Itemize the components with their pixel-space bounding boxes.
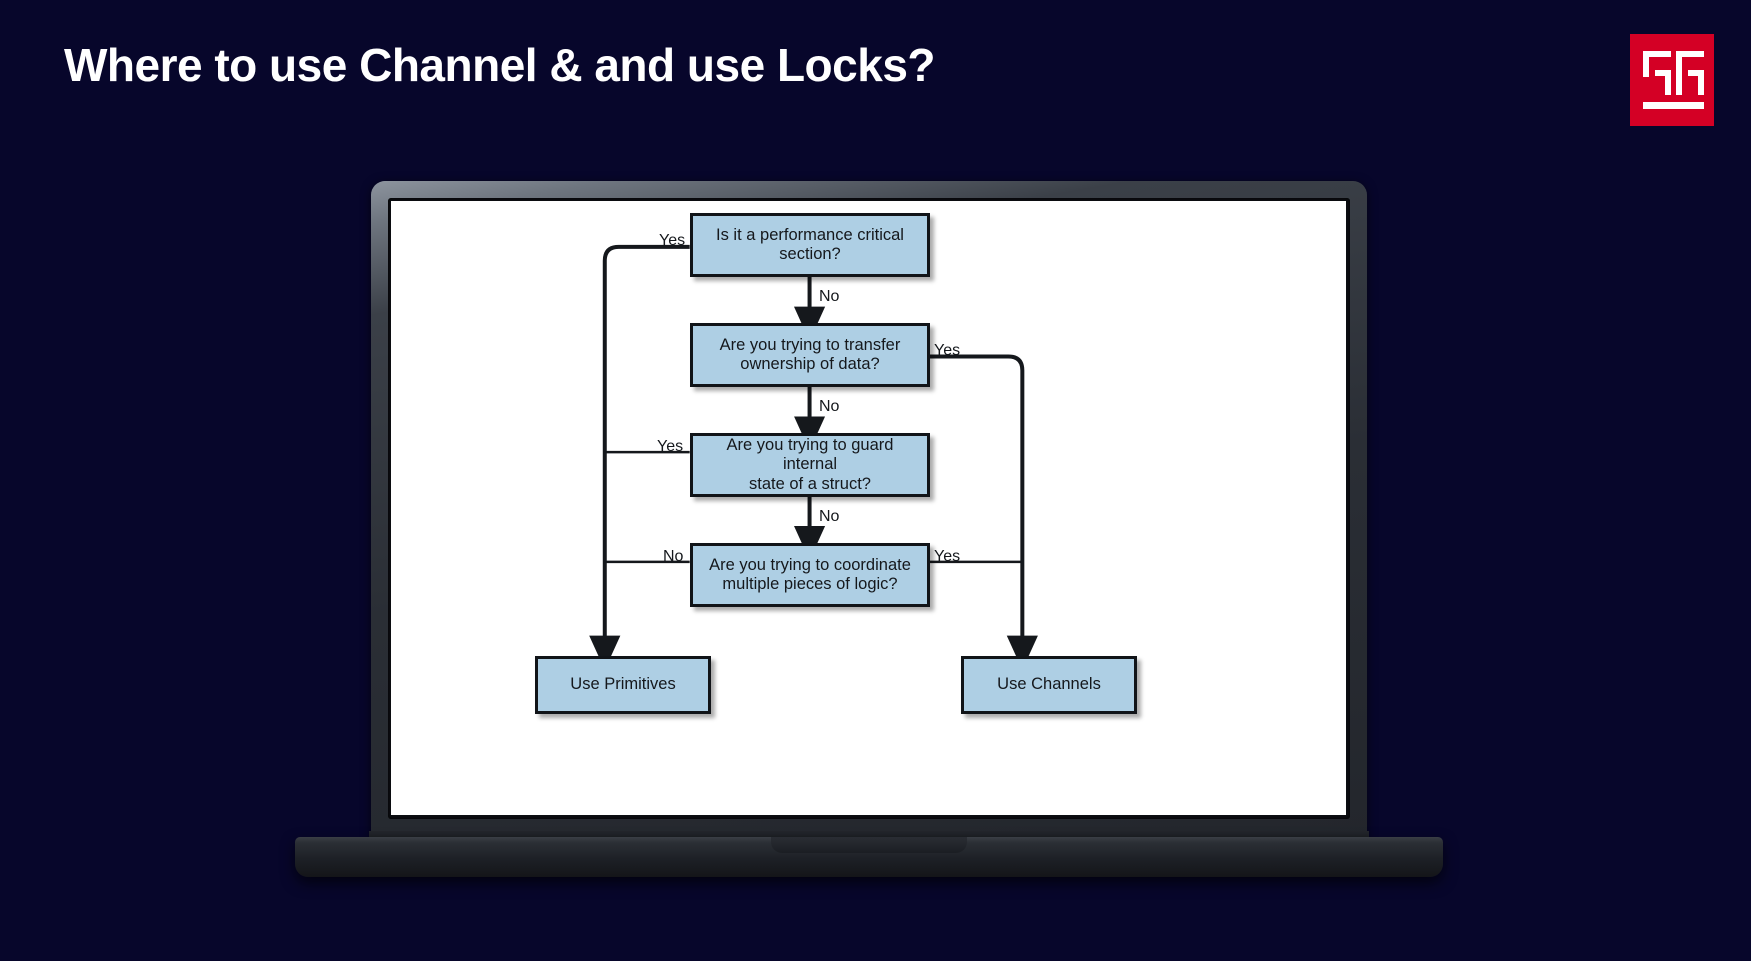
node-label: Use Primitives — [570, 675, 676, 694]
laptop-base-notch — [771, 837, 967, 853]
gg-logo-mark — [1643, 51, 1704, 109]
node-label: Use Channels — [997, 675, 1101, 694]
edge-label-q2-yes: Yes — [934, 342, 961, 359]
laptop-screen-bezel: Is it a performance critical section? Ar… — [388, 198, 1350, 819]
flowchart-connectors — [589, 244, 1038, 670]
laptop-base — [295, 837, 1443, 877]
node-label: Are you trying to transfer ownership of … — [719, 335, 901, 373]
edge-label-q2-no: No — [819, 398, 840, 415]
edge-label-q4-no: No — [663, 548, 684, 565]
decision-node-coordinate-logic[interactable]: Are you trying to coordinate multiple pi… — [690, 543, 930, 607]
decision-node-guard-internal-state[interactable]: Are you trying to guard internal state o… — [690, 433, 930, 497]
decision-node-performance-critical[interactable]: Is it a performance critical section? — [690, 213, 930, 277]
laptop-lid: Is it a performance critical section? Ar… — [371, 181, 1367, 845]
node-label: Are you trying to guard internal state o… — [726, 435, 894, 493]
edge-label-q1-yes: Yes — [659, 232, 686, 249]
page-title: Where to use Channel & and use Locks? — [64, 39, 936, 91]
edge-label-q3-yes: Yes — [657, 438, 684, 455]
gg-logo — [1630, 34, 1714, 126]
node-label: Are you trying to coordinate multiple pi… — [709, 555, 911, 593]
edge-label-q3-no: No — [819, 508, 840, 525]
laptop-screen: Is it a performance critical section? Ar… — [391, 201, 1346, 815]
decision-node-transfer-ownership[interactable]: Are you trying to transfer ownership of … — [690, 323, 930, 387]
edge-label-q4-yes: Yes — [934, 548, 961, 565]
flowchart: Is it a performance critical section? Ar… — [391, 201, 1346, 815]
laptop-hinge — [369, 831, 1369, 841]
edge-label-q1-no: No — [819, 288, 840, 305]
terminal-node-use-primitives[interactable]: Use Primitives — [535, 656, 711, 714]
node-label: Is it a performance critical section? — [716, 225, 904, 263]
laptop-mockup: Is it a performance critical section? Ar… — [295, 181, 1443, 877]
terminal-node-use-channels[interactable]: Use Channels — [961, 656, 1137, 714]
